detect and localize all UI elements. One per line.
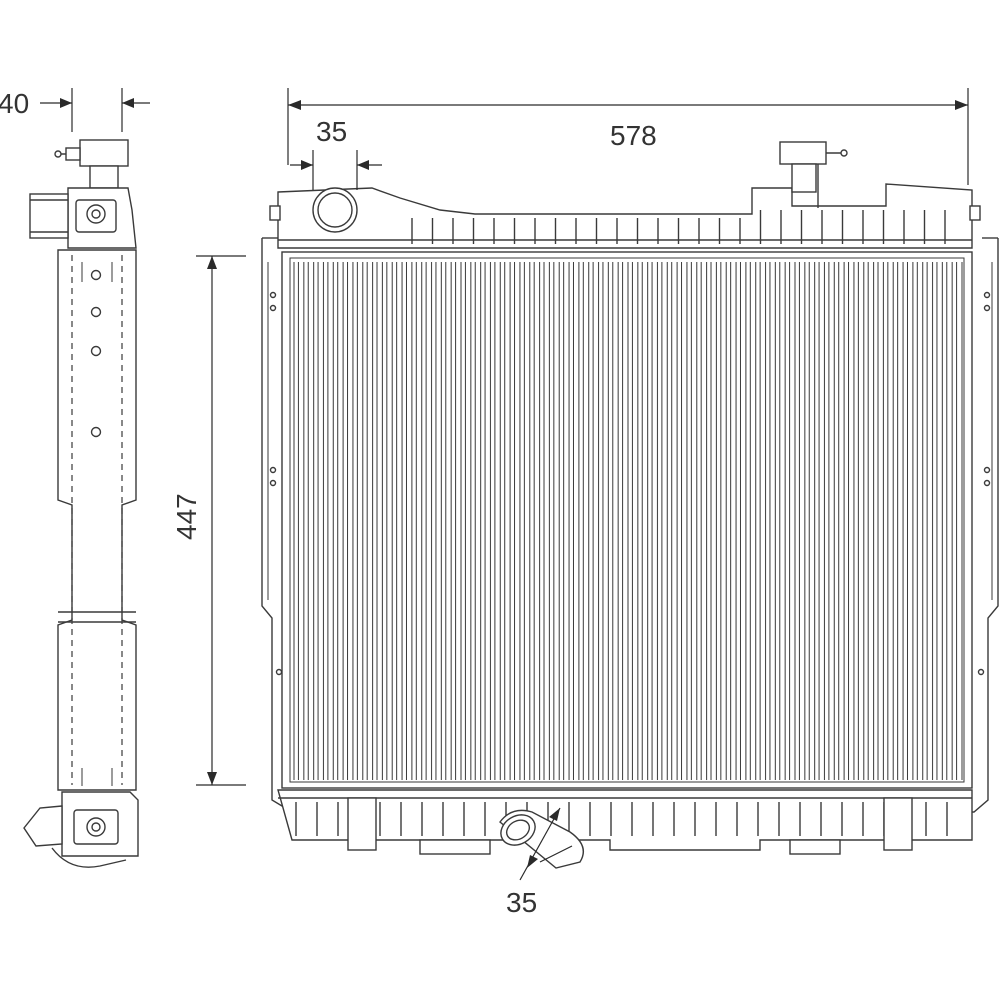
outlet-diameter-label: 35 <box>506 887 537 918</box>
mount-hole <box>90 426 102 438</box>
mount-hole <box>90 345 102 357</box>
radiator-side-view <box>23 139 139 868</box>
drain-outlet <box>23 805 63 847</box>
side-depth-label: 40 <box>0 88 29 119</box>
overall-width-label: 578 <box>610 120 657 151</box>
radiator-core <box>281 251 973 789</box>
dimension-overall-width: 578 <box>287 88 969 185</box>
upper-hose-neck <box>29 193 69 239</box>
lower-tank <box>277 789 973 851</box>
lower-hose-outlet <box>499 809 584 869</box>
core-side-profile <box>57 249 137 791</box>
upper-hose-inlet <box>312 187 358 233</box>
filler-cap <box>79 139 129 167</box>
inlet-diameter-label: 35 <box>316 116 347 147</box>
mount-hole <box>90 306 102 318</box>
radiator-front-view <box>261 141 999 869</box>
dimension-side-depth: 40 <box>0 88 150 132</box>
core-height-label: 447 <box>171 493 202 540</box>
dimension-inlet-diameter: 35 <box>290 116 382 190</box>
dimension-outlet-diameter: 35 <box>506 807 573 918</box>
upper-tank <box>277 183 973 249</box>
lower-bolt <box>86 817 106 837</box>
upper-bolt <box>86 204 106 224</box>
mount-hole <box>90 269 102 281</box>
dimension-core-height: 447 <box>171 255 246 786</box>
filler-neck <box>89 165 119 189</box>
upper-tank-ribs <box>411 210 946 244</box>
front-filler-cap <box>779 141 848 208</box>
core-tubes <box>293 262 963 780</box>
